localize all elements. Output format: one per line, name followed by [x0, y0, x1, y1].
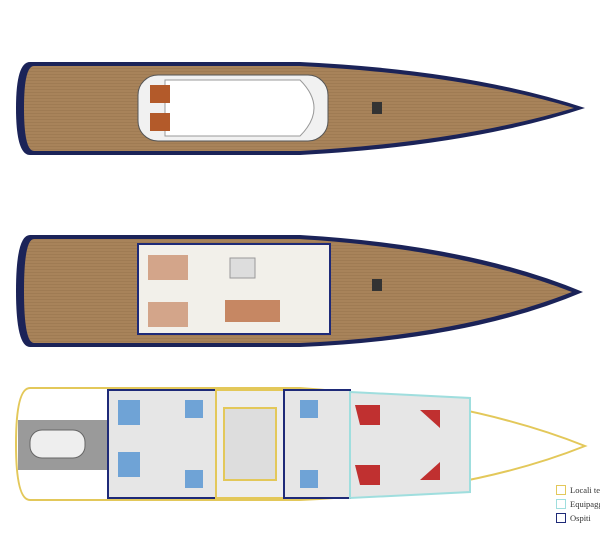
legend-label: Equipaggio [570, 499, 600, 509]
lower-deck-plan [14, 387, 588, 501]
legend-item-crew: Equipaggio [556, 497, 600, 511]
legend-label: Locali tec [570, 485, 600, 495]
legend-swatch [556, 499, 566, 509]
deckhouse-plan [16, 235, 583, 347]
main-deck-plan [16, 62, 585, 155]
legend-swatch [556, 485, 566, 495]
legend-item-guests: Ospiti [556, 511, 600, 525]
legend-label: Ospiti [570, 513, 591, 523]
legend-swatch [556, 513, 566, 523]
legend-item-technical: Locali tec [556, 483, 600, 497]
legend: Locali tec Equipaggio Ospiti [556, 483, 600, 525]
